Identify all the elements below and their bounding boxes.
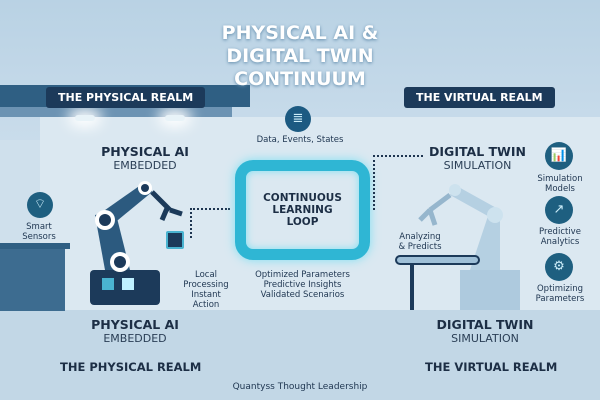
physical-robot-arm-icon [90, 181, 183, 305]
chip-icon [166, 231, 184, 249]
footer-credit: Quantyss Thought Leadership [232, 382, 368, 392]
analyzing-label: Analyzing & Predicts [395, 232, 445, 252]
text-line: Action [192, 300, 220, 310]
subheading-text: EMBEDDED [103, 332, 167, 345]
predictive-analytics-label: Predictive Analytics [539, 227, 581, 247]
heading-text: PHYSICAL AI [91, 317, 179, 332]
wifi-sensor-icon: ⌔ [27, 192, 53, 218]
text-line: Predictive Insights [263, 280, 342, 290]
optimizing-parameters-label: Optimizing Parameters [535, 284, 585, 304]
physical-ai-heading: PHYSICAL AI EMBEDDED [70, 145, 220, 173]
page-title: PHYSICAL AI & DIGITAL TWIN CONTINUUM [150, 22, 450, 91]
database-icon: ≣ [285, 106, 311, 132]
ceiling-light-icon [75, 115, 95, 121]
heading-text: DIGITAL TWIN [429, 144, 526, 159]
gear-icon: ⚙ [545, 253, 573, 281]
trend-up-icon: ↗ [545, 196, 573, 224]
ceiling-light-icon [165, 115, 185, 121]
local-processing-label: Local Processing Instant Action [180, 270, 232, 310]
connector-line [190, 208, 230, 238]
text-line: LEARNING [272, 204, 333, 216]
physical-realm-footer: THE PHYSICAL REALM [60, 360, 202, 374]
text-line: Validated Scenarios [260, 290, 345, 300]
conveyor-belt [395, 255, 480, 265]
text-line: Analyzing [399, 232, 441, 242]
loop-outputs: Optimized Parameters Predictive Insights… [240, 270, 365, 300]
text-line: Local [194, 270, 218, 280]
text-line: CONTINUOUS [263, 192, 342, 204]
text-line: Instant [191, 290, 221, 300]
ceiling-trim [0, 107, 232, 117]
physical-realm-badge: THE PHYSICAL REALM [46, 87, 206, 108]
subheading-text: EMBEDDED [113, 159, 177, 172]
conveyor-leg [410, 265, 414, 310]
text-line: LOOP [286, 216, 319, 228]
workbench [0, 243, 70, 249]
physical-ai-bottom-heading: PHYSICAL AI EMBEDDED [60, 318, 210, 346]
text-line: & Predicts [398, 242, 442, 252]
data-events-label: Data, Events, States [256, 135, 344, 145]
subheading-text: SIMULATION [451, 332, 519, 345]
digital-twin-heading: DIGITAL TWIN SIMULATION [420, 145, 535, 173]
simulation-models-label: Simulation Models [537, 174, 583, 194]
text-line: Processing [183, 280, 229, 290]
continuous-loop-arrows-icon [235, 160, 370, 260]
heading-text: PHYSICAL AI [101, 144, 189, 159]
virtual-realm-footer: THE VIRTUAL REALM [425, 360, 558, 374]
loop-label: CONTINUOUS LEARNING LOOP [250, 192, 355, 228]
background-floor [0, 310, 600, 400]
title-line: CONTINUUM [234, 68, 366, 90]
subheading-text: SIMULATION [443, 159, 512, 172]
chart-icon: 📊 [545, 142, 573, 170]
title-line: PHYSICAL AI & [221, 22, 379, 44]
workbench-cabinet [0, 249, 65, 311]
title-line: DIGITAL TWIN [226, 45, 374, 67]
connector-line [373, 155, 423, 210]
digital-twin-bottom-heading: DIGITAL TWIN SIMULATION [415, 318, 555, 346]
virtual-realm-badge: THE VIRTUAL REALM [404, 87, 555, 108]
digital-twin-robot-icon [418, 184, 520, 310]
text-line: Optimized Parameters [255, 270, 350, 280]
heading-text: DIGITAL TWIN [436, 317, 534, 332]
smart-sensors-label: Smart Sensors [22, 222, 56, 242]
